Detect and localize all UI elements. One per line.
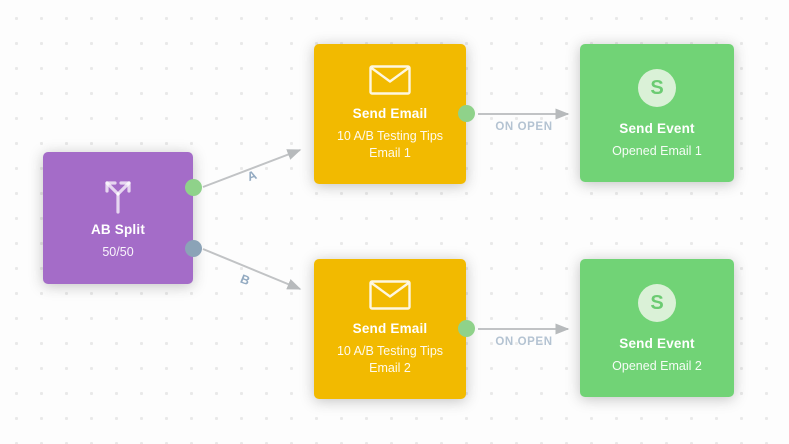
node-ab-split[interactable]: AB Split 50/50 (43, 152, 202, 284)
node-subtitle-line-2: Email 2 (369, 360, 411, 375)
edge-label-on-open-2: ON OPEN (495, 336, 553, 348)
send-event-icon: S (638, 69, 676, 107)
node-subtitle: 50/50 (102, 244, 134, 259)
node-subtitle-line-1: 10 A/B Testing Tips (336, 344, 444, 358)
envelope-icon (369, 280, 411, 310)
node-subtitle-line-2: Email 1 (369, 145, 411, 160)
output-port-branch-b[interactable] (184, 240, 202, 257)
s-letter-badge: S (638, 284, 676, 322)
edge-branch-b (202, 248, 302, 290)
node-send-email-1[interactable]: Send Email 10 A/B Testing Tips Email 1 (314, 44, 475, 184)
node-subtitle: 10 A/B Testing Tips Email 1 (337, 128, 443, 162)
node-subtitle: Opened Email 2 (612, 359, 702, 373)
output-port-email-1[interactable] (457, 105, 475, 122)
node-title: AB Split (90, 221, 146, 237)
s-letter-badge: S (638, 69, 676, 107)
send-event-icon: S (638, 284, 676, 322)
node-title: Send Email (352, 321, 428, 336)
edge-label-branch-b: B (238, 271, 252, 289)
node-send-email-2[interactable]: Send Email 10 A/B Testing Tips Email 2 (314, 259, 475, 399)
node-title: Send Event (619, 121, 695, 136)
split-arrows-icon (95, 172, 141, 214)
output-port-email-2[interactable] (457, 320, 475, 337)
node-send-event-2[interactable]: S Send Event Opened Email 2 (580, 259, 734, 397)
node-subtitle-line-1: 10 A/B Testing Tips (336, 129, 444, 143)
edge-label-on-open-1: ON OPEN (495, 121, 553, 133)
node-title: Send Email (352, 106, 428, 121)
edge-branch-a (202, 149, 302, 188)
node-subtitle: Opened Email 1 (612, 144, 702, 158)
node-title: Send Event (619, 336, 695, 351)
node-send-event-1[interactable]: S Send Event Opened Email 1 (580, 44, 734, 182)
envelope-icon (369, 65, 411, 95)
node-subtitle: 10 A/B Testing Tips Email 2 (337, 343, 443, 377)
output-port-branch-a[interactable] (184, 179, 202, 196)
edge-label-branch-a: A (245, 167, 259, 185)
